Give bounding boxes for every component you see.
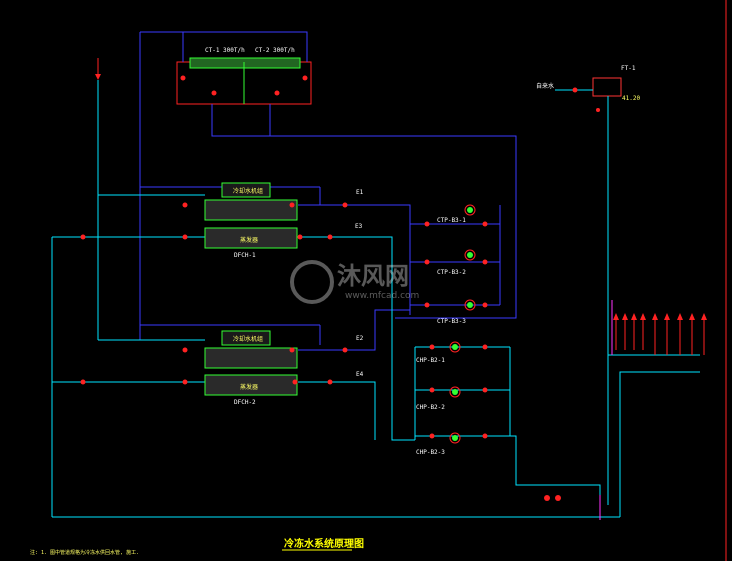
- chiller-1-upper-label: 冷却水机组: [233, 187, 263, 195]
- pipe-valves: [80, 202, 561, 501]
- ct-valve: [180, 75, 186, 81]
- branch-marker: E3: [355, 223, 363, 230]
- chiller-2-lower-label: 蒸发器: [240, 383, 258, 391]
- lower-pumps: CHP-B2-1 CHP-B2-2 CHP-B2-3: [416, 341, 461, 456]
- pump-label: CHP-B2-1: [416, 357, 445, 364]
- pump-icon: [449, 341, 461, 353]
- drain-valve: [596, 108, 600, 112]
- branch-markers: E1 E3 E2 E4: [355, 189, 364, 378]
- pump-icon: [464, 204, 476, 216]
- watermark: 沐风网 www.mfcad.com: [290, 260, 419, 304]
- branch-marker: E2: [356, 335, 364, 342]
- chiller-2: 冷却水机组 蒸发器 DFCH-2: [204, 330, 298, 406]
- cooling-tower-group: CT-1 300T/h CT-2 300T/h: [176, 47, 312, 105]
- ct2-label: CT-2 300T/h: [255, 47, 295, 54]
- chiller-2-evaporator: [204, 374, 298, 396]
- chiller-1-lower-label: 蒸发器: [240, 236, 258, 244]
- upper-pumps: CTP-B3-1 CTP-B3-2 CTP-B3-3: [437, 204, 476, 325]
- expansion-tank: [592, 77, 622, 97]
- pump-icon: [464, 299, 476, 311]
- cooling-water-pipes: [139, 31, 517, 351]
- ct-valve: [274, 90, 280, 96]
- pump-label: CTP-B3-3: [437, 318, 466, 325]
- ct-valve: [211, 90, 217, 96]
- cooling-tower-fans: [189, 57, 301, 69]
- pump-icon: [449, 386, 461, 398]
- chiller-2-condenser-top: [221, 330, 271, 346]
- pump-label: CHP-B2-3: [416, 449, 445, 456]
- branch-marker: E1: [356, 189, 364, 196]
- ct-valve: [302, 75, 308, 81]
- ct1-label: CT-1 300T/h: [205, 47, 245, 54]
- pump-label: CHP-B2-2: [416, 404, 445, 411]
- makeup-valve: [572, 87, 578, 93]
- watermark-logo-icon: [290, 260, 334, 304]
- pump-label: CTP-B3-1: [437, 217, 466, 224]
- pump-icon: [449, 432, 461, 444]
- chiller-2-condenser: [204, 347, 298, 369]
- chiller-1-evaporator: [204, 227, 298, 249]
- chiller-2-upper-label: 冷却水机组: [233, 335, 263, 343]
- pump-label: CTP-B3-2: [437, 269, 466, 276]
- chiller-2-id: DFCH-2: [234, 399, 256, 406]
- watermark-url: www.mfcad.com: [345, 291, 419, 301]
- chiller-1: 冷却水机组 蒸发器 DFCH-1: [204, 182, 298, 259]
- branch-marker: E4: [356, 371, 364, 378]
- makeup-water-label: 自来水: [536, 82, 554, 90]
- chiller-1-id: DFCH-1: [234, 252, 256, 259]
- expansion-tank-group: FT-1 41.20 自来水: [536, 65, 640, 145]
- tank-elevation: 41.20: [622, 95, 640, 102]
- expansion-tank-label: FT-1: [621, 65, 636, 72]
- chiller-1-condenser-top: [221, 182, 271, 198]
- supply-outlets: [95, 58, 707, 355]
- chiller-1-condenser: [204, 199, 298, 221]
- diagram-title: 冷冻水系统原理图: [284, 537, 364, 550]
- watermark-brand: 沐风网: [337, 262, 409, 290]
- distribution-header: [599, 300, 613, 520]
- diagram-note: 注: 1. 图中管道规格为冷冻水供回水管, 施工.: [30, 549, 139, 556]
- pump-icon: [464, 249, 476, 261]
